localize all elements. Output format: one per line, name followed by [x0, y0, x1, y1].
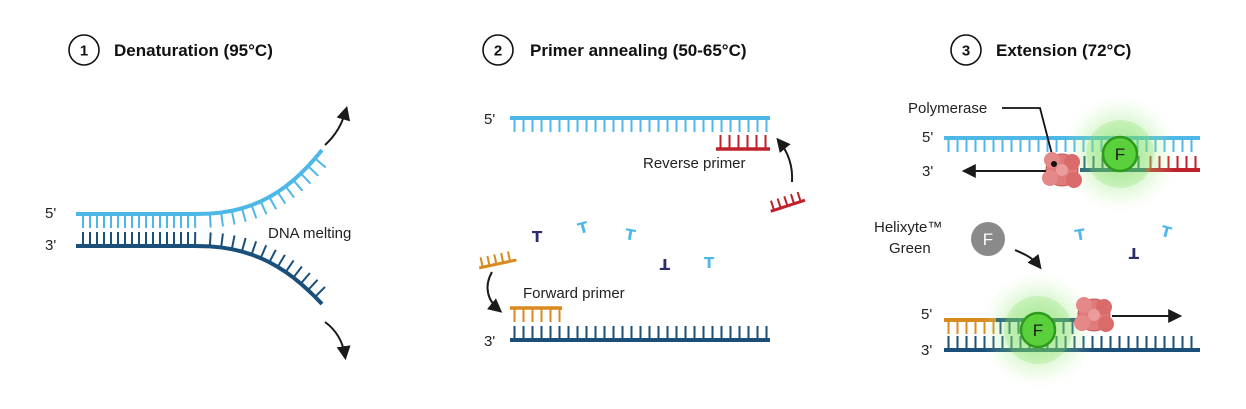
step-number: 2	[494, 43, 502, 60]
base	[314, 286, 326, 298]
base	[240, 237, 247, 252]
base	[300, 172, 312, 185]
base	[250, 241, 258, 255]
base	[307, 279, 319, 291]
base	[314, 157, 327, 169]
backbone	[76, 148, 324, 216]
reverse-primer-arrow	[776, 137, 794, 183]
backbone	[76, 244, 324, 306]
base	[507, 251, 512, 262]
label-3prime: 3'	[484, 333, 495, 350]
base	[770, 200, 776, 211]
panel-extension: 3 Extension (72°C) Polymerase F 5' 3' He…	[874, 34, 1200, 388]
nucleotide: T	[1074, 225, 1088, 245]
primer-fragment	[770, 191, 806, 213]
base	[259, 244, 268, 259]
base	[240, 208, 247, 223]
base	[493, 254, 498, 265]
backbone	[770, 198, 806, 213]
nucleotide: T	[704, 254, 715, 272]
dye-letter: F	[983, 230, 993, 249]
base	[230, 235, 236, 250]
dye-name-line1: Helixyte™	[874, 219, 942, 236]
dye-letter: F	[1033, 321, 1043, 340]
nucleotide: T	[1128, 244, 1139, 262]
forward-primer-arrow	[486, 271, 503, 313]
step-title: Primer annealing (50-65°C)	[530, 41, 747, 60]
base	[268, 249, 277, 263]
step-number: 3	[962, 43, 970, 60]
base	[284, 259, 295, 273]
nucleotide: T	[1159, 222, 1174, 242]
forward-primer-bound	[510, 306, 562, 322]
base	[276, 254, 286, 268]
base	[276, 191, 287, 205]
polymerase-enzyme	[1074, 297, 1114, 332]
template-strand-top	[510, 116, 770, 132]
step-number: 1	[80, 43, 88, 60]
base	[292, 179, 304, 192]
dye-name-line2: Green	[889, 240, 931, 257]
label-5prime: 5'	[484, 111, 495, 128]
separation-arrow-up	[324, 105, 351, 146]
base	[486, 255, 491, 266]
dna-strand-5prime	[76, 148, 327, 229]
separation-arrow-down	[324, 321, 351, 361]
panel-primer-annealing: 2 Primer annealing (50-65°C) 5' 3' Rever…	[478, 34, 806, 350]
base	[783, 196, 789, 207]
dna-strand-3prime	[76, 231, 326, 306]
nucleotide: T	[576, 218, 591, 238]
base	[268, 196, 278, 210]
step-badge-1: 1	[68, 34, 100, 66]
nucleotide: T	[624, 225, 638, 245]
dye-bound-bottom: F	[1019, 311, 1057, 349]
label-5prime: 5'	[45, 205, 56, 222]
base	[479, 257, 484, 268]
nucleotide: T	[532, 228, 543, 246]
dye-bound-top: F	[1101, 135, 1139, 173]
step-badge-2: 2	[482, 34, 514, 66]
dye-binding-arrow	[1014, 249, 1042, 270]
label-3prime-bottom: 3'	[921, 342, 932, 359]
label-3prime: 3'	[45, 237, 56, 254]
base	[776, 198, 782, 209]
dye-letter: F	[1115, 145, 1125, 164]
base	[259, 200, 268, 215]
polymerase-leader-line	[1002, 107, 1055, 163]
base	[220, 233, 224, 248]
template-strand-bottom	[510, 326, 770, 342]
base	[500, 252, 505, 263]
polymerase-label: Polymerase	[908, 100, 987, 117]
reverse-primer-free	[770, 191, 806, 213]
base	[789, 193, 795, 205]
panel-denaturation: 1 Denaturation (95°C) 5' 3' DNA melting	[45, 34, 351, 361]
base	[208, 232, 212, 247]
base	[208, 213, 212, 228]
forward-primer-free	[478, 251, 517, 270]
label-3prime-top: 3'	[922, 163, 933, 180]
dna-melting-label: DNA melting	[268, 225, 351, 242]
base	[250, 204, 258, 219]
step-badge-3: 3	[950, 34, 982, 66]
base	[284, 185, 295, 199]
step-title: Denaturation (95°C)	[114, 41, 273, 60]
base	[796, 191, 802, 202]
base	[220, 212, 224, 227]
dye-free: F	[971, 222, 1005, 256]
forward-primer-label: Forward primer	[523, 285, 625, 302]
step-title: Extension (72°C)	[996, 41, 1131, 60]
base	[230, 210, 236, 225]
label-5prime-bottom: 5'	[921, 306, 932, 323]
nucleotide: T	[659, 255, 670, 273]
reverse-primer-label: Reverse primer	[643, 155, 746, 172]
label-5prime-top: 5'	[922, 129, 933, 146]
polymerase-enzyme	[1042, 152, 1082, 188]
base	[300, 272, 311, 285]
reverse-primer-bound	[716, 135, 770, 151]
base	[307, 165, 319, 177]
primer-fragment	[478, 251, 517, 270]
base	[292, 265, 303, 279]
